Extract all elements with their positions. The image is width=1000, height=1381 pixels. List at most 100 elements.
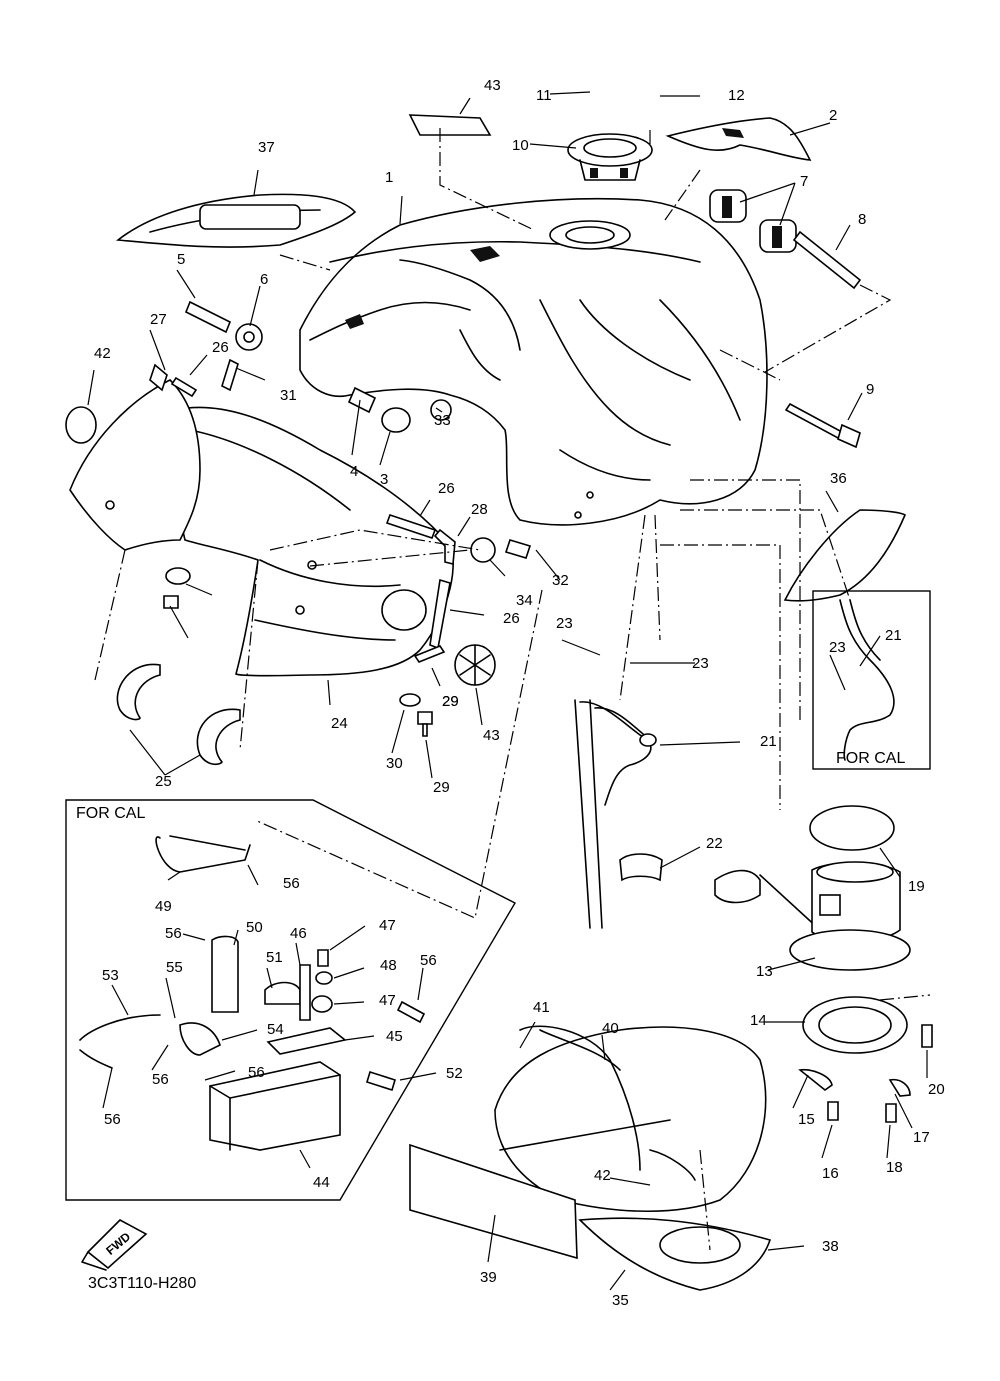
callout-27: 27 bbox=[150, 311, 167, 328]
fwd-arrow bbox=[81, 1219, 148, 1271]
callout-31: 31 bbox=[280, 387, 297, 404]
callout-48: 48 bbox=[380, 957, 397, 974]
callout-26: 26 bbox=[212, 339, 229, 356]
callout-22: 22 bbox=[706, 835, 723, 852]
callout-4: 4 bbox=[350, 463, 358, 480]
callout-56: 56 bbox=[152, 1071, 169, 1088]
fuel-cap bbox=[567, 133, 653, 181]
callout-19: 19 bbox=[908, 878, 925, 895]
callout-26: 26 bbox=[438, 480, 455, 497]
callout-10: 10 bbox=[512, 137, 529, 154]
callout-14: 14 bbox=[750, 1012, 767, 1029]
cal-box-right-label: FOR CAL bbox=[836, 750, 905, 767]
callout-23: 23 bbox=[829, 639, 846, 656]
callout-47: 47 bbox=[379, 992, 396, 1009]
callout-18: 18 bbox=[886, 1159, 903, 1176]
callout-5: 5 bbox=[177, 251, 185, 268]
pad-37 bbox=[783, 509, 907, 602]
fuel-pump-13 bbox=[714, 861, 911, 971]
callout-43: 43 bbox=[484, 77, 501, 94]
callout-39: 39 bbox=[480, 1269, 497, 1286]
emblem-44 bbox=[408, 114, 492, 136]
callout-49: 49 bbox=[155, 898, 172, 915]
callout-32: 32 bbox=[552, 572, 569, 589]
cal-box-left bbox=[65, 799, 516, 1201]
callout-1: 1 bbox=[385, 169, 393, 186]
callout-30: 30 bbox=[386, 755, 403, 772]
callout-43: 43 bbox=[483, 727, 500, 744]
callout-7: 7 bbox=[800, 173, 808, 190]
callout-17: 17 bbox=[913, 1129, 930, 1146]
seals-25 bbox=[116, 663, 241, 766]
callout-3: 3 bbox=[380, 471, 388, 488]
callout-36: 36 bbox=[830, 470, 847, 487]
left-panel bbox=[65, 379, 201, 551]
callout-56: 56 bbox=[420, 952, 437, 969]
callout-23: 23 bbox=[692, 655, 709, 672]
callout-21: 21 bbox=[885, 627, 902, 644]
callout-55: 55 bbox=[166, 959, 183, 976]
callout-26: 26 bbox=[503, 610, 520, 627]
callout-47: 47 bbox=[379, 917, 396, 934]
callout-33: 33 bbox=[434, 412, 451, 429]
fuel-pump-ring bbox=[798, 996, 933, 1123]
bolt-9 bbox=[784, 402, 861, 449]
oring-19 bbox=[809, 805, 895, 851]
callout-56: 56 bbox=[104, 1111, 121, 1128]
callout-50: 50 bbox=[246, 919, 263, 936]
callout-45: 45 bbox=[386, 1028, 403, 1045]
callout-51: 51 bbox=[266, 949, 283, 966]
callout-23: 23 bbox=[556, 615, 573, 632]
callout-8: 8 bbox=[858, 211, 866, 228]
callout-41: 41 bbox=[533, 999, 550, 1016]
callout-56: 56 bbox=[165, 925, 182, 942]
callout-34: 34 bbox=[516, 592, 533, 609]
cal-box-left-label: FOR CAL bbox=[76, 805, 145, 822]
bolts-30-31 bbox=[399, 693, 433, 737]
callout-42: 42 bbox=[94, 345, 111, 362]
top-cover bbox=[665, 117, 812, 161]
callout-42: 42 bbox=[594, 1167, 611, 1184]
fuel-hoses-21 bbox=[574, 599, 895, 929]
callout-24: 24 bbox=[331, 715, 348, 732]
callout-29: 29 bbox=[433, 779, 450, 796]
callout-25: 25 bbox=[155, 773, 172, 790]
callout-15: 15 bbox=[798, 1111, 815, 1128]
callout-37: 37 bbox=[258, 139, 275, 156]
diagram-code: 3C3T110-H280 bbox=[88, 1275, 196, 1292]
callout-9: 9 bbox=[866, 381, 874, 398]
callout-21: 21 bbox=[760, 733, 777, 750]
clip-22 bbox=[619, 853, 663, 882]
tank-outline-lower bbox=[494, 1025, 767, 1212]
callout-52: 52 bbox=[446, 1065, 463, 1082]
emblem-43 bbox=[454, 644, 496, 686]
callout-29: 29 bbox=[442, 693, 459, 710]
callout-35: 35 bbox=[612, 1292, 629, 1309]
callout-54: 54 bbox=[267, 1021, 284, 1038]
callout-28: 28 bbox=[471, 501, 488, 518]
cal-left-parts bbox=[79, 835, 426, 1151]
knee-pad bbox=[115, 193, 357, 248]
callout-38: 38 bbox=[822, 1238, 839, 1255]
callout-44: 44 bbox=[313, 1174, 330, 1191]
callout-20: 20 bbox=[928, 1081, 945, 1098]
callout-40: 40 bbox=[602, 1020, 619, 1037]
fuel-tank bbox=[299, 197, 768, 526]
callout-2: 2 bbox=[829, 107, 837, 124]
callout-12: 12 bbox=[728, 87, 745, 104]
callout-13: 13 bbox=[756, 963, 773, 980]
dampers bbox=[709, 189, 862, 290]
callout-46: 46 bbox=[290, 925, 307, 942]
bottom-pads bbox=[409, 1143, 772, 1291]
side-cover bbox=[172, 406, 454, 677]
callout-11: 11 bbox=[536, 87, 552, 104]
callout-56: 56 bbox=[283, 875, 300, 892]
callout-56: 56 bbox=[248, 1064, 265, 1081]
callout-16: 16 bbox=[822, 1165, 839, 1182]
callout-29: 29 bbox=[442, 693, 459, 710]
small-parts bbox=[149, 300, 532, 663]
leader-lines bbox=[87, 91, 931, 1291]
cal-box-right bbox=[812, 590, 931, 770]
